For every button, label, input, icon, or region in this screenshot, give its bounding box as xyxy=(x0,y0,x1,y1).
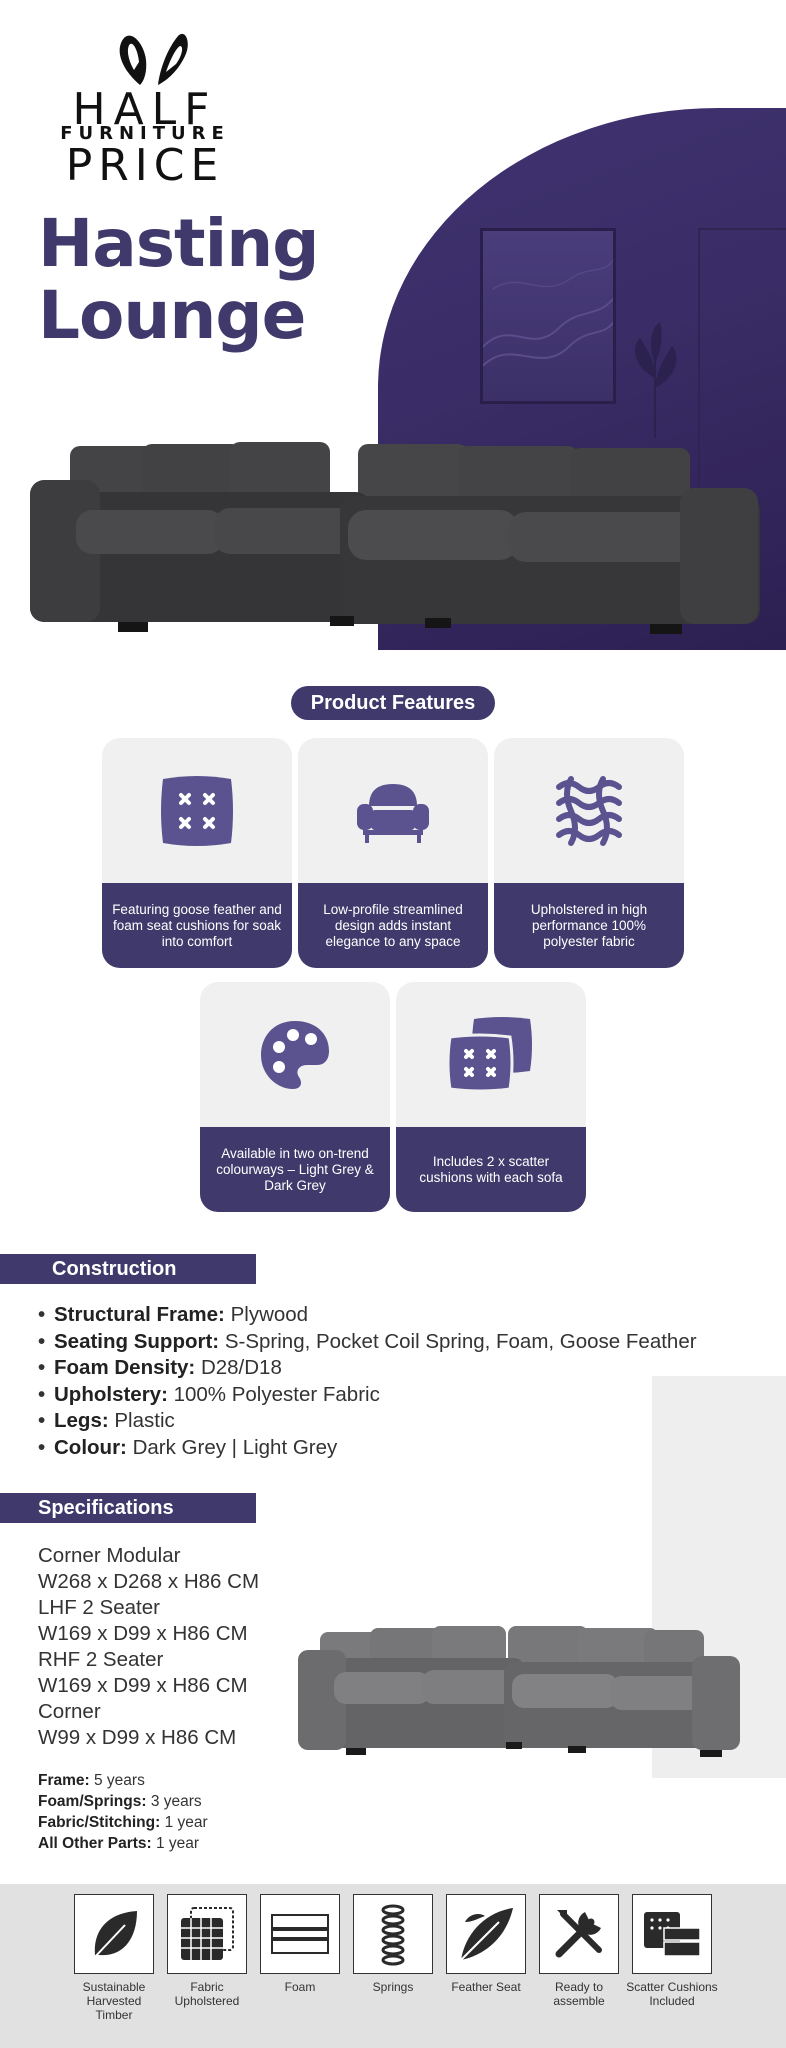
strip-item: Feather Seat xyxy=(440,1894,532,1994)
palette-icon xyxy=(261,1020,329,1089)
cushions-icon xyxy=(644,1912,701,1957)
feature-card-text: Featuring goose feather and foam seat cu… xyxy=(102,883,292,968)
warranty-value: 5 years xyxy=(89,1772,145,1789)
list-item: Upholstery: 100% Polyester Fabric xyxy=(38,1382,738,1409)
feature-card: Available in two on-trend colourways – L… xyxy=(200,982,390,1212)
strip-item: Foam xyxy=(254,1894,346,1994)
list-item-value: 100% Polyester Fabric xyxy=(167,1382,380,1406)
dimension-line: Corner xyxy=(38,1700,101,1723)
dimension-line: W169 x D99 x H86 CM xyxy=(38,1622,248,1645)
feature-card: Includes 2 x scatter cushions with each … xyxy=(396,982,586,1212)
product-title-line2: Lounge xyxy=(38,277,306,354)
feature-icon-strip: Sustainable Harvested Timber Fabric Upho… xyxy=(0,1884,786,2048)
specifications-heading-text: Specifications xyxy=(38,1497,174,1519)
spring-icon xyxy=(381,1904,405,1966)
strip-item-label: Springs xyxy=(372,1980,414,1994)
hero-sofa-image xyxy=(30,442,760,634)
warranty-label: Foam/Springs: xyxy=(38,1793,147,1810)
feature-card-text: Low-profile streamlined design adds inst… xyxy=(298,883,488,968)
list-item-value: Plastic xyxy=(108,1409,175,1432)
logo-text-half: HALF xyxy=(72,84,218,135)
list-item: Legs: Plastic xyxy=(38,1408,738,1435)
list-item: Seating Support: S-Spring, Pocket Coil S… xyxy=(38,1329,738,1356)
strip-item-label: Scatter Cushions Included xyxy=(626,1980,718,2008)
strip-item: Scatter Cushions Included xyxy=(626,1894,718,2008)
list-item-value: Dark Grey | Light Grey xyxy=(126,1435,338,1459)
logo-text-price: PRICE xyxy=(65,140,225,191)
list-item-label: Seating Support: xyxy=(54,1329,220,1353)
feature-card: Featuring goose feather and foam seat cu… xyxy=(102,738,292,968)
list-item-label: Upholstery: xyxy=(54,1382,168,1406)
armchair-icon xyxy=(357,783,429,843)
product-title-line1: Hasting xyxy=(38,205,319,282)
foam-icon xyxy=(271,1914,329,1954)
list-item: Colour: Dark Grey | Light Grey xyxy=(38,1435,738,1462)
construction-heading: Construction xyxy=(0,1254,256,1284)
feature-card-text: Available in two on-trend colourways – L… xyxy=(200,1127,390,1212)
fabric-weave-icon xyxy=(556,775,622,846)
warranty-item: Frame: 5 years xyxy=(38,1770,358,1791)
specifications-heading: Specifications xyxy=(0,1493,256,1523)
dimension-line: W99 x D99 x H86 CM xyxy=(38,1726,237,1749)
strip-item-label: Sustainable Harvested Timber xyxy=(82,1980,146,2022)
feature-card-text: Upholstered in high performance 100% pol… xyxy=(494,883,684,968)
plant-icon xyxy=(635,322,677,438)
dimension-line: RHF 2 Seater xyxy=(38,1648,164,1671)
strip-item: Ready to assemble xyxy=(533,1894,625,2008)
list-item-label: Foam Density: xyxy=(54,1356,196,1379)
warranty-value: 1 year xyxy=(151,1835,200,1852)
list-item-label: Structural Frame: xyxy=(54,1303,225,1326)
strip-item-label: Ready to assemble xyxy=(553,1980,605,2008)
list-item-value: S-Spring, Pocket Coil Spring, Foam, Goos… xyxy=(219,1329,697,1353)
warranty-value: 1 year xyxy=(160,1814,208,1831)
leaf-icon xyxy=(92,1911,137,1960)
tools-icon xyxy=(555,1910,602,1958)
brand-logo[interactable]: HALF FURNITURE PRICE xyxy=(30,30,260,188)
warranty-list: Frame: 5 years Foam/Springs: 3 years Fab… xyxy=(38,1770,358,1854)
bunny-ears-icon xyxy=(119,33,188,85)
construction-heading-text: Construction xyxy=(52,1258,177,1280)
strip-item-label: Fabric Upholstered xyxy=(174,1980,240,2008)
fabric-swatch-icon xyxy=(181,1907,234,1960)
strip-item: Fabric Upholstered xyxy=(161,1894,253,2008)
dimension-line: W268 x D268 x H86 CM xyxy=(38,1570,260,1593)
spec-sofa-image xyxy=(298,1626,740,1757)
wall-art-icon xyxy=(482,260,614,367)
scatter-cushions-icon xyxy=(448,1016,532,1092)
list-item-label: Legs: xyxy=(54,1409,109,1432)
strip-item-label: Feather Seat xyxy=(451,1980,521,1994)
warranty-item: Foam/Springs: 3 years xyxy=(38,1791,358,1812)
dimension-line: LHF 2 Seater xyxy=(38,1596,160,1619)
wall-art-frame xyxy=(480,228,616,404)
dimension-line: Corner Modular xyxy=(38,1544,181,1567)
logo-text-furniture: FURNITURE xyxy=(60,123,230,144)
strip-item: Springs xyxy=(347,1894,439,1994)
feature-card-text: Includes 2 x scatter cushions with each … xyxy=(396,1127,586,1212)
warranty-label: Frame: xyxy=(38,1772,90,1789)
feature-card: Low-profile streamlined design adds inst… xyxy=(298,738,488,968)
doorway-outline xyxy=(698,228,786,528)
list-item: Structural Frame: Plywood xyxy=(38,1302,738,1329)
product-features-heading: Product Features xyxy=(291,686,495,720)
dimensions-list: Corner Modular W268 x D268 x H86 CM LHF … xyxy=(38,1543,358,1751)
list-item-value: Plywood xyxy=(224,1303,309,1326)
warranty-label: Fabric/Stitching: xyxy=(38,1814,161,1831)
list-item: Foam Density: D28/D18 xyxy=(38,1355,738,1382)
dimension-line: W169 x D99 x H86 CM xyxy=(38,1674,248,1697)
list-item-label: Colour: xyxy=(54,1435,127,1459)
feather-icon xyxy=(460,1908,513,1961)
product-title: Hasting Lounge xyxy=(38,208,398,352)
strip-item: Sustainable Harvested Timber xyxy=(68,1894,160,2022)
cushion-icon xyxy=(161,775,233,846)
feature-card: Upholstered in high performance 100% pol… xyxy=(494,738,684,968)
warranty-item: All Other Parts: 1 year xyxy=(38,1833,358,1854)
list-item-value: D28/D18 xyxy=(195,1356,282,1379)
strip-item-label: Foam xyxy=(284,1980,316,1994)
construction-list: Structural Frame: Plywood Seating Suppor… xyxy=(38,1302,738,1461)
warranty-value: 3 years xyxy=(146,1793,202,1810)
warranty-label: All Other Parts: xyxy=(38,1835,152,1852)
warranty-item: Fabric/Stitching: 1 year xyxy=(38,1812,358,1833)
